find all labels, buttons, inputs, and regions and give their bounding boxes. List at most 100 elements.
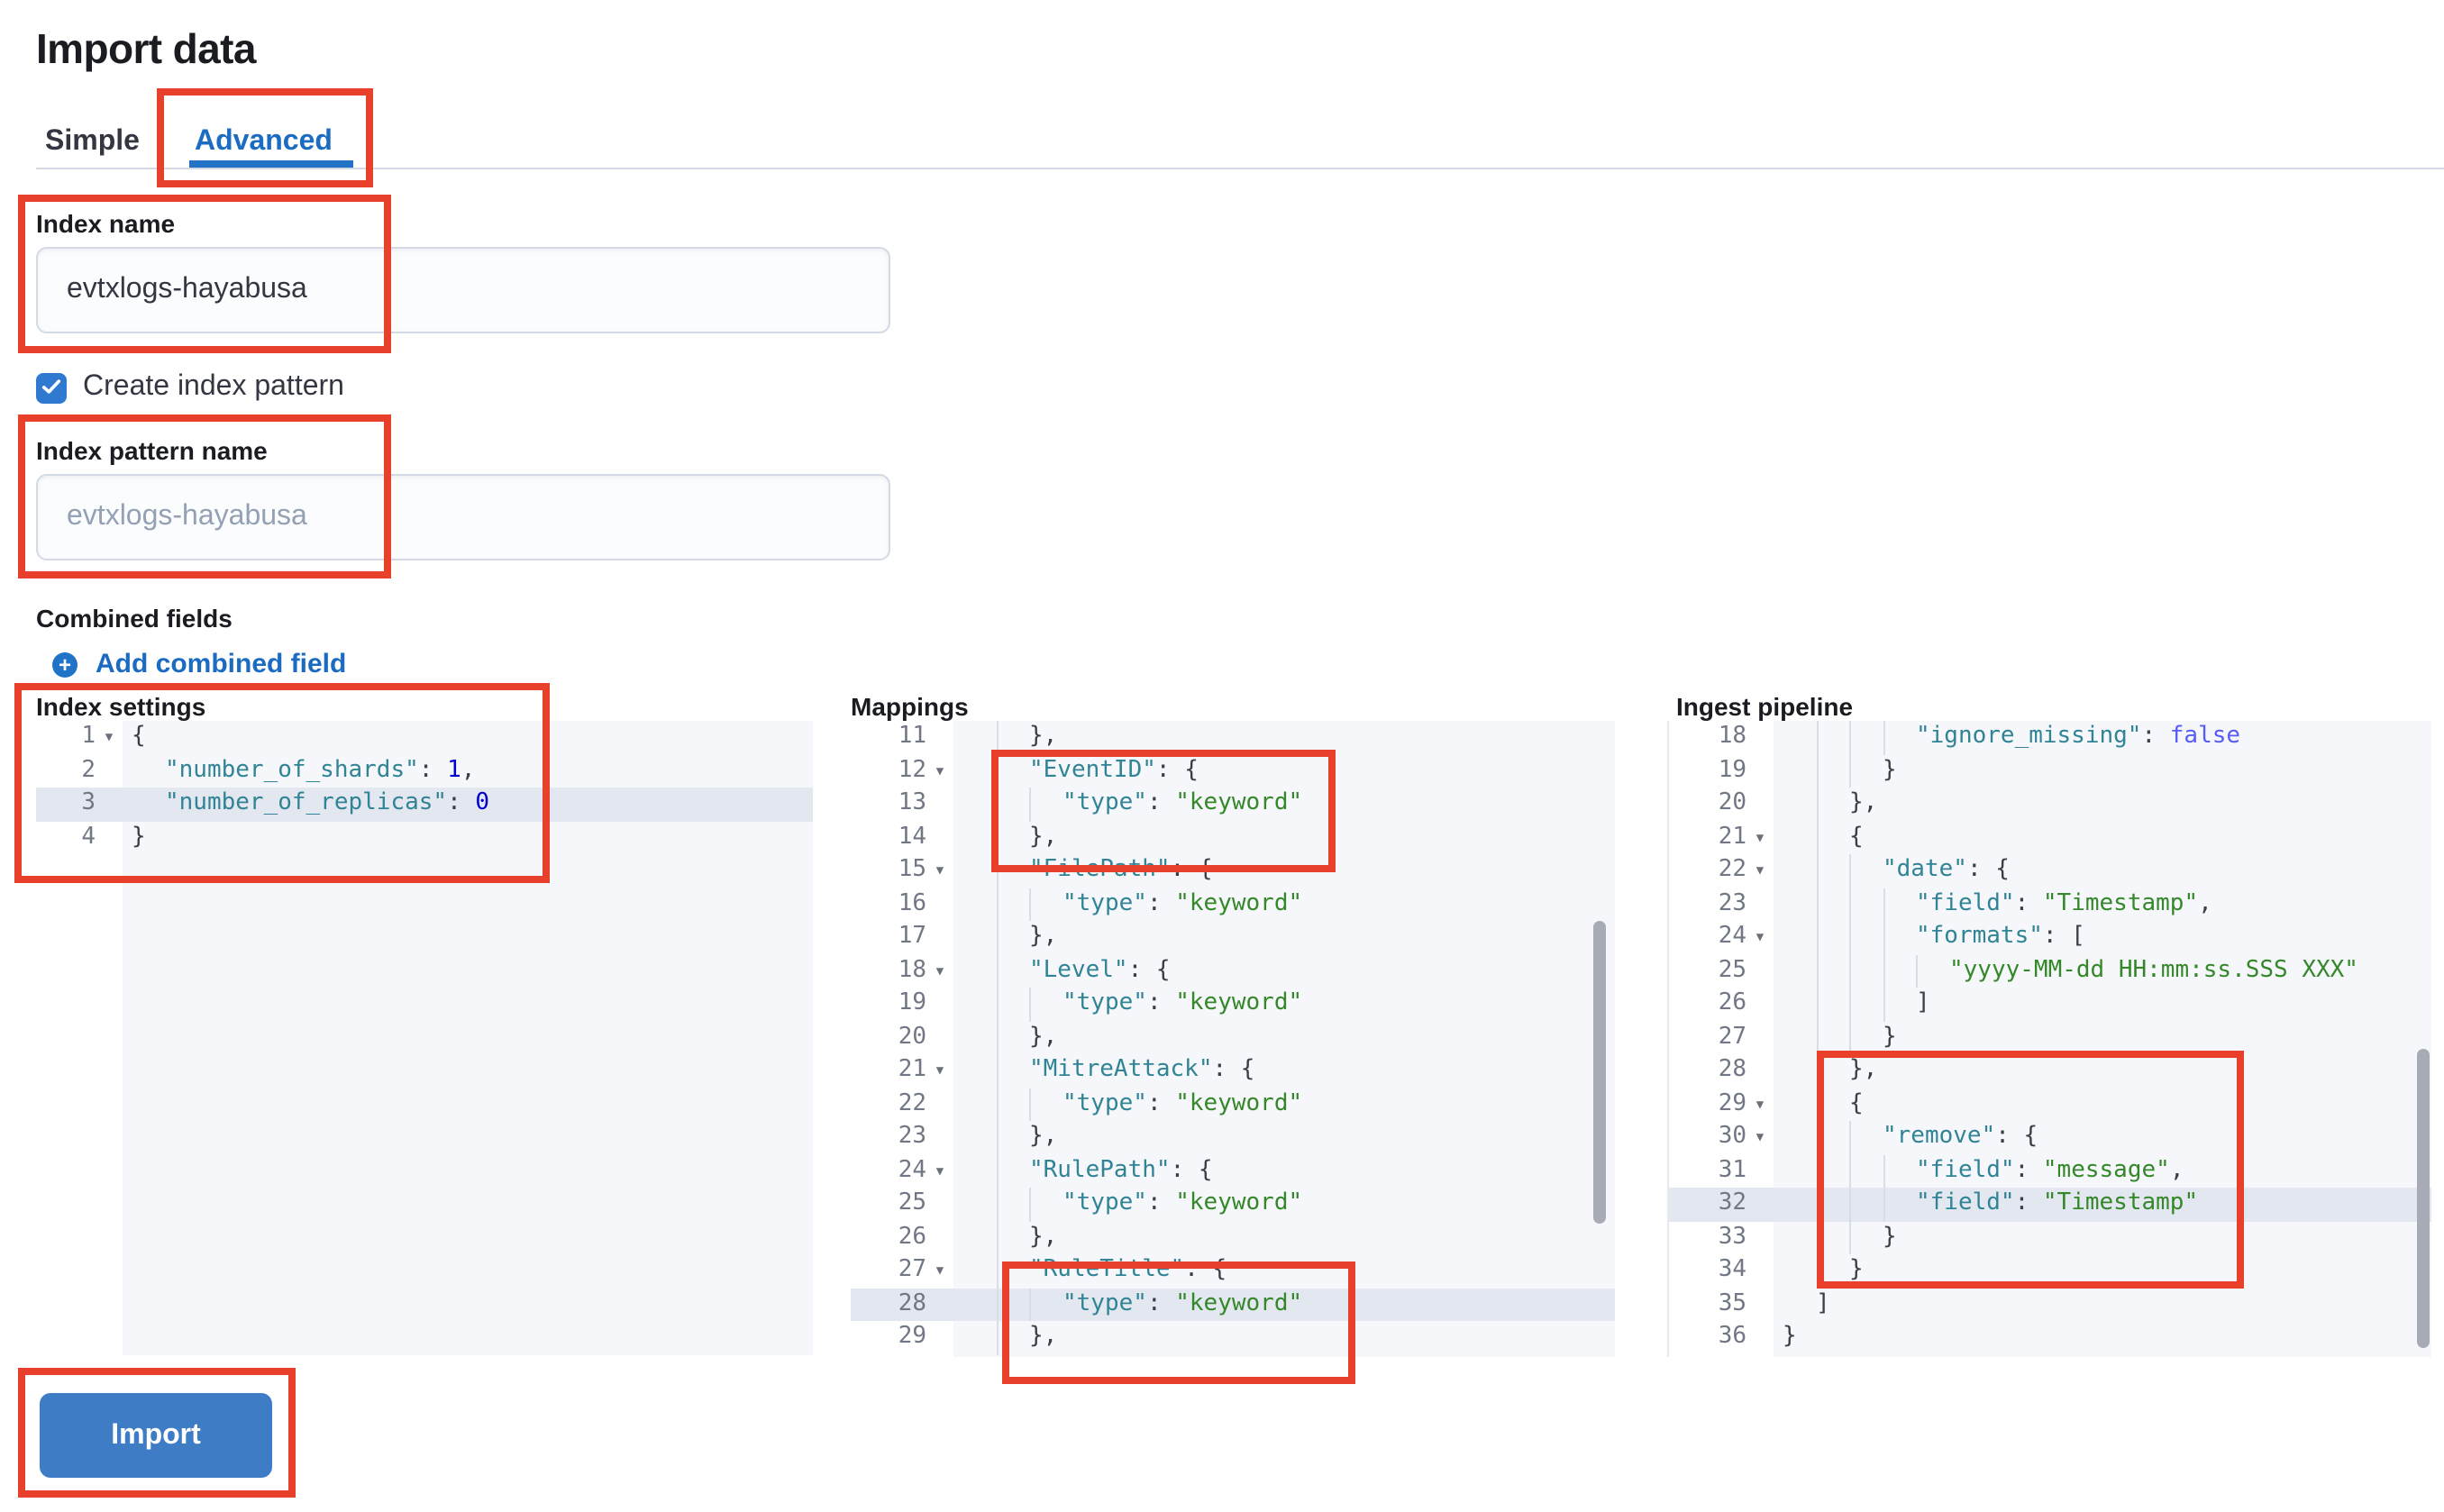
gutter-cell: 16 — [851, 888, 953, 921]
indent-guide — [1816, 754, 1849, 788]
line-number: 21 — [1718, 823, 1746, 850]
code-text: { — [1774, 1088, 2431, 1121]
code-line[interactable]: 29}, — [851, 1321, 1615, 1354]
indent-guide — [1029, 888, 1062, 921]
token-k: "type" — [1062, 789, 1147, 816]
code-line[interactable]: 3"number_of_replicas": 0 — [36, 788, 813, 821]
fold-arrow-icon[interactable]: ▼ — [1755, 863, 1765, 878]
code-line[interactable]: 32"field": "Timestamp" — [1669, 1188, 2431, 1221]
code-line[interactable]: 27▼"RuleTitle": { — [851, 1254, 1615, 1288]
code-line[interactable]: 35] — [1669, 1288, 2431, 1321]
code-line[interactable]: 26}, — [851, 1221, 1615, 1254]
code-line[interactable]: 24▼"RulePath": { — [851, 1154, 1615, 1188]
code-text: "type": "keyword" — [953, 1088, 1615, 1121]
code-line[interactable]: 25"yyyy-MM-dd HH:mm:ss.SSS XXX" — [1669, 954, 2431, 988]
indent-guide — [1849, 1154, 1883, 1188]
fold-arrow-icon[interactable]: ▼ — [1755, 930, 1765, 944]
fold-arrow-icon[interactable]: ▼ — [935, 1163, 944, 1178]
code-line[interactable]: 2"number_of_shards": 1, — [36, 754, 813, 788]
indent-space — [1783, 754, 1816, 788]
line-number: 29 — [898, 1323, 926, 1350]
token-k: "type" — [1062, 1189, 1147, 1216]
code-line[interactable]: 21▼{ — [1669, 821, 2431, 854]
code-line[interactable]: 12▼"EventID": { — [851, 754, 1615, 788]
fold-arrow-icon[interactable]: ▼ — [935, 1263, 944, 1278]
indent-guide — [1883, 888, 1916, 921]
code-line[interactable]: 20}, — [1669, 788, 2431, 821]
code-text: }, — [953, 821, 1615, 854]
code-line[interactable]: 28"type": "keyword" — [851, 1288, 1615, 1321]
fold-arrow-icon[interactable]: ▼ — [1755, 830, 1765, 844]
code-line[interactable]: 21▼"MitreAttack": { — [851, 1054, 1615, 1088]
token-p: : — [1146, 1289, 1176, 1316]
tab-advanced[interactable]: Advanced — [195, 126, 333, 157]
code-line[interactable]: 28}, — [1669, 1054, 2431, 1088]
ingest-pipeline-scrollbar[interactable] — [2417, 1049, 2430, 1348]
index-settings-label: Index settings — [36, 692, 206, 721]
fold-arrow-icon[interactable]: ▼ — [935, 763, 944, 778]
indent-guide — [1816, 1054, 1849, 1088]
code-line[interactable]: 20}, — [851, 1021, 1615, 1054]
mappings-scrollbar[interactable] — [1593, 921, 1606, 1224]
code-line[interactable]: 19"type": "keyword" — [851, 988, 1615, 1021]
indent-guide — [1849, 1188, 1883, 1221]
code-line[interactable]: 22▼"date": { — [1669, 854, 2431, 888]
code-text: "date": { — [1774, 854, 2431, 888]
code-line[interactable]: 36} — [1669, 1321, 2431, 1354]
fold-arrow-placeholder — [1746, 954, 1774, 988]
code-line[interactable]: 18▼"Level": { — [851, 954, 1615, 988]
gutter-cell: 32 — [1669, 1188, 1774, 1221]
code-line[interactable]: 23}, — [851, 1121, 1615, 1154]
token-s: "keyword" — [1175, 1089, 1303, 1116]
create-index-pattern-checkbox[interactable] — [36, 373, 67, 404]
code-line[interactable]: 13"type": "keyword" — [851, 788, 1615, 821]
code-line[interactable]: 1▼{ — [36, 721, 813, 754]
fold-arrow-icon[interactable]: ▼ — [1755, 1097, 1765, 1111]
code-line[interactable]: 14}, — [851, 821, 1615, 854]
code-line[interactable]: 33} — [1669, 1221, 2431, 1254]
index-pattern-name-input[interactable] — [36, 474, 890, 560]
token-k: "type" — [1062, 889, 1147, 916]
fold-arrow-icon[interactable]: ▼ — [105, 730, 114, 744]
code-line[interactable]: 16"type": "keyword" — [851, 888, 1615, 921]
fold-arrow-placeholder — [1746, 1054, 1774, 1088]
token-s: "keyword" — [1175, 1289, 1303, 1316]
token-n: 0 — [475, 789, 490, 816]
add-combined-field-link[interactable]: + Add combined field — [52, 649, 346, 679]
code-line[interactable]: 34} — [1669, 1254, 2431, 1288]
indent-space — [1783, 988, 1816, 1021]
fold-arrow-icon[interactable]: ▼ — [935, 863, 944, 878]
code-line[interactable]: 27} — [1669, 1021, 2431, 1054]
code-line[interactable]: 30▼"remove": { — [1669, 1121, 2431, 1154]
fold-arrow-placeholder — [926, 1121, 953, 1154]
code-line[interactable]: 11}, — [851, 721, 1615, 754]
fold-arrow-icon[interactable]: ▼ — [935, 1063, 944, 1078]
token-s: "keyword" — [1175, 1189, 1303, 1216]
mappings-editor[interactable]: 11},12▼"EventID": {13"type": "keyword"14… — [851, 721, 1615, 1357]
code-line[interactable]: 19} — [1669, 754, 2431, 788]
code-line[interactable]: 26] — [1669, 988, 2431, 1021]
code-line[interactable]: 17}, — [851, 921, 1615, 954]
code-line[interactable]: 23"field": "Timestamp", — [1669, 888, 2431, 921]
code-line[interactable]: 29▼{ — [1669, 1088, 2431, 1121]
tab-simple[interactable]: Simple — [45, 126, 140, 157]
index-settings-editor[interactable]: 1▼{2"number_of_shards": 1,3"number_of_re… — [36, 721, 813, 1355]
code-line[interactable]: 22"type": "keyword" — [851, 1088, 1615, 1121]
gutter-cell: 27 — [1669, 1021, 1774, 1054]
code-line[interactable]: 24▼"formats": [ — [1669, 921, 2431, 954]
fold-arrow-placeholder — [1746, 1221, 1774, 1254]
index-name-input[interactable] — [36, 247, 890, 333]
indent-space — [1783, 1221, 1816, 1254]
line-number: 20 — [898, 1023, 926, 1050]
code-line[interactable]: 15▼"FilePath": { — [851, 854, 1615, 888]
code-line[interactable]: 4} — [36, 821, 813, 854]
code-line[interactable]: 25"type": "keyword" — [851, 1188, 1615, 1221]
code-line[interactable]: 31"field": "message", — [1669, 1154, 2431, 1188]
fold-arrow-icon[interactable]: ▼ — [935, 963, 944, 978]
indent-guide — [996, 1054, 1029, 1088]
import-button[interactable]: Import — [40, 1393, 272, 1478]
fold-arrow-icon[interactable]: ▼ — [1755, 1130, 1765, 1144]
indent-guide — [1816, 1221, 1849, 1254]
code-line[interactable]: 18"ignore_missing": false — [1669, 721, 2431, 754]
